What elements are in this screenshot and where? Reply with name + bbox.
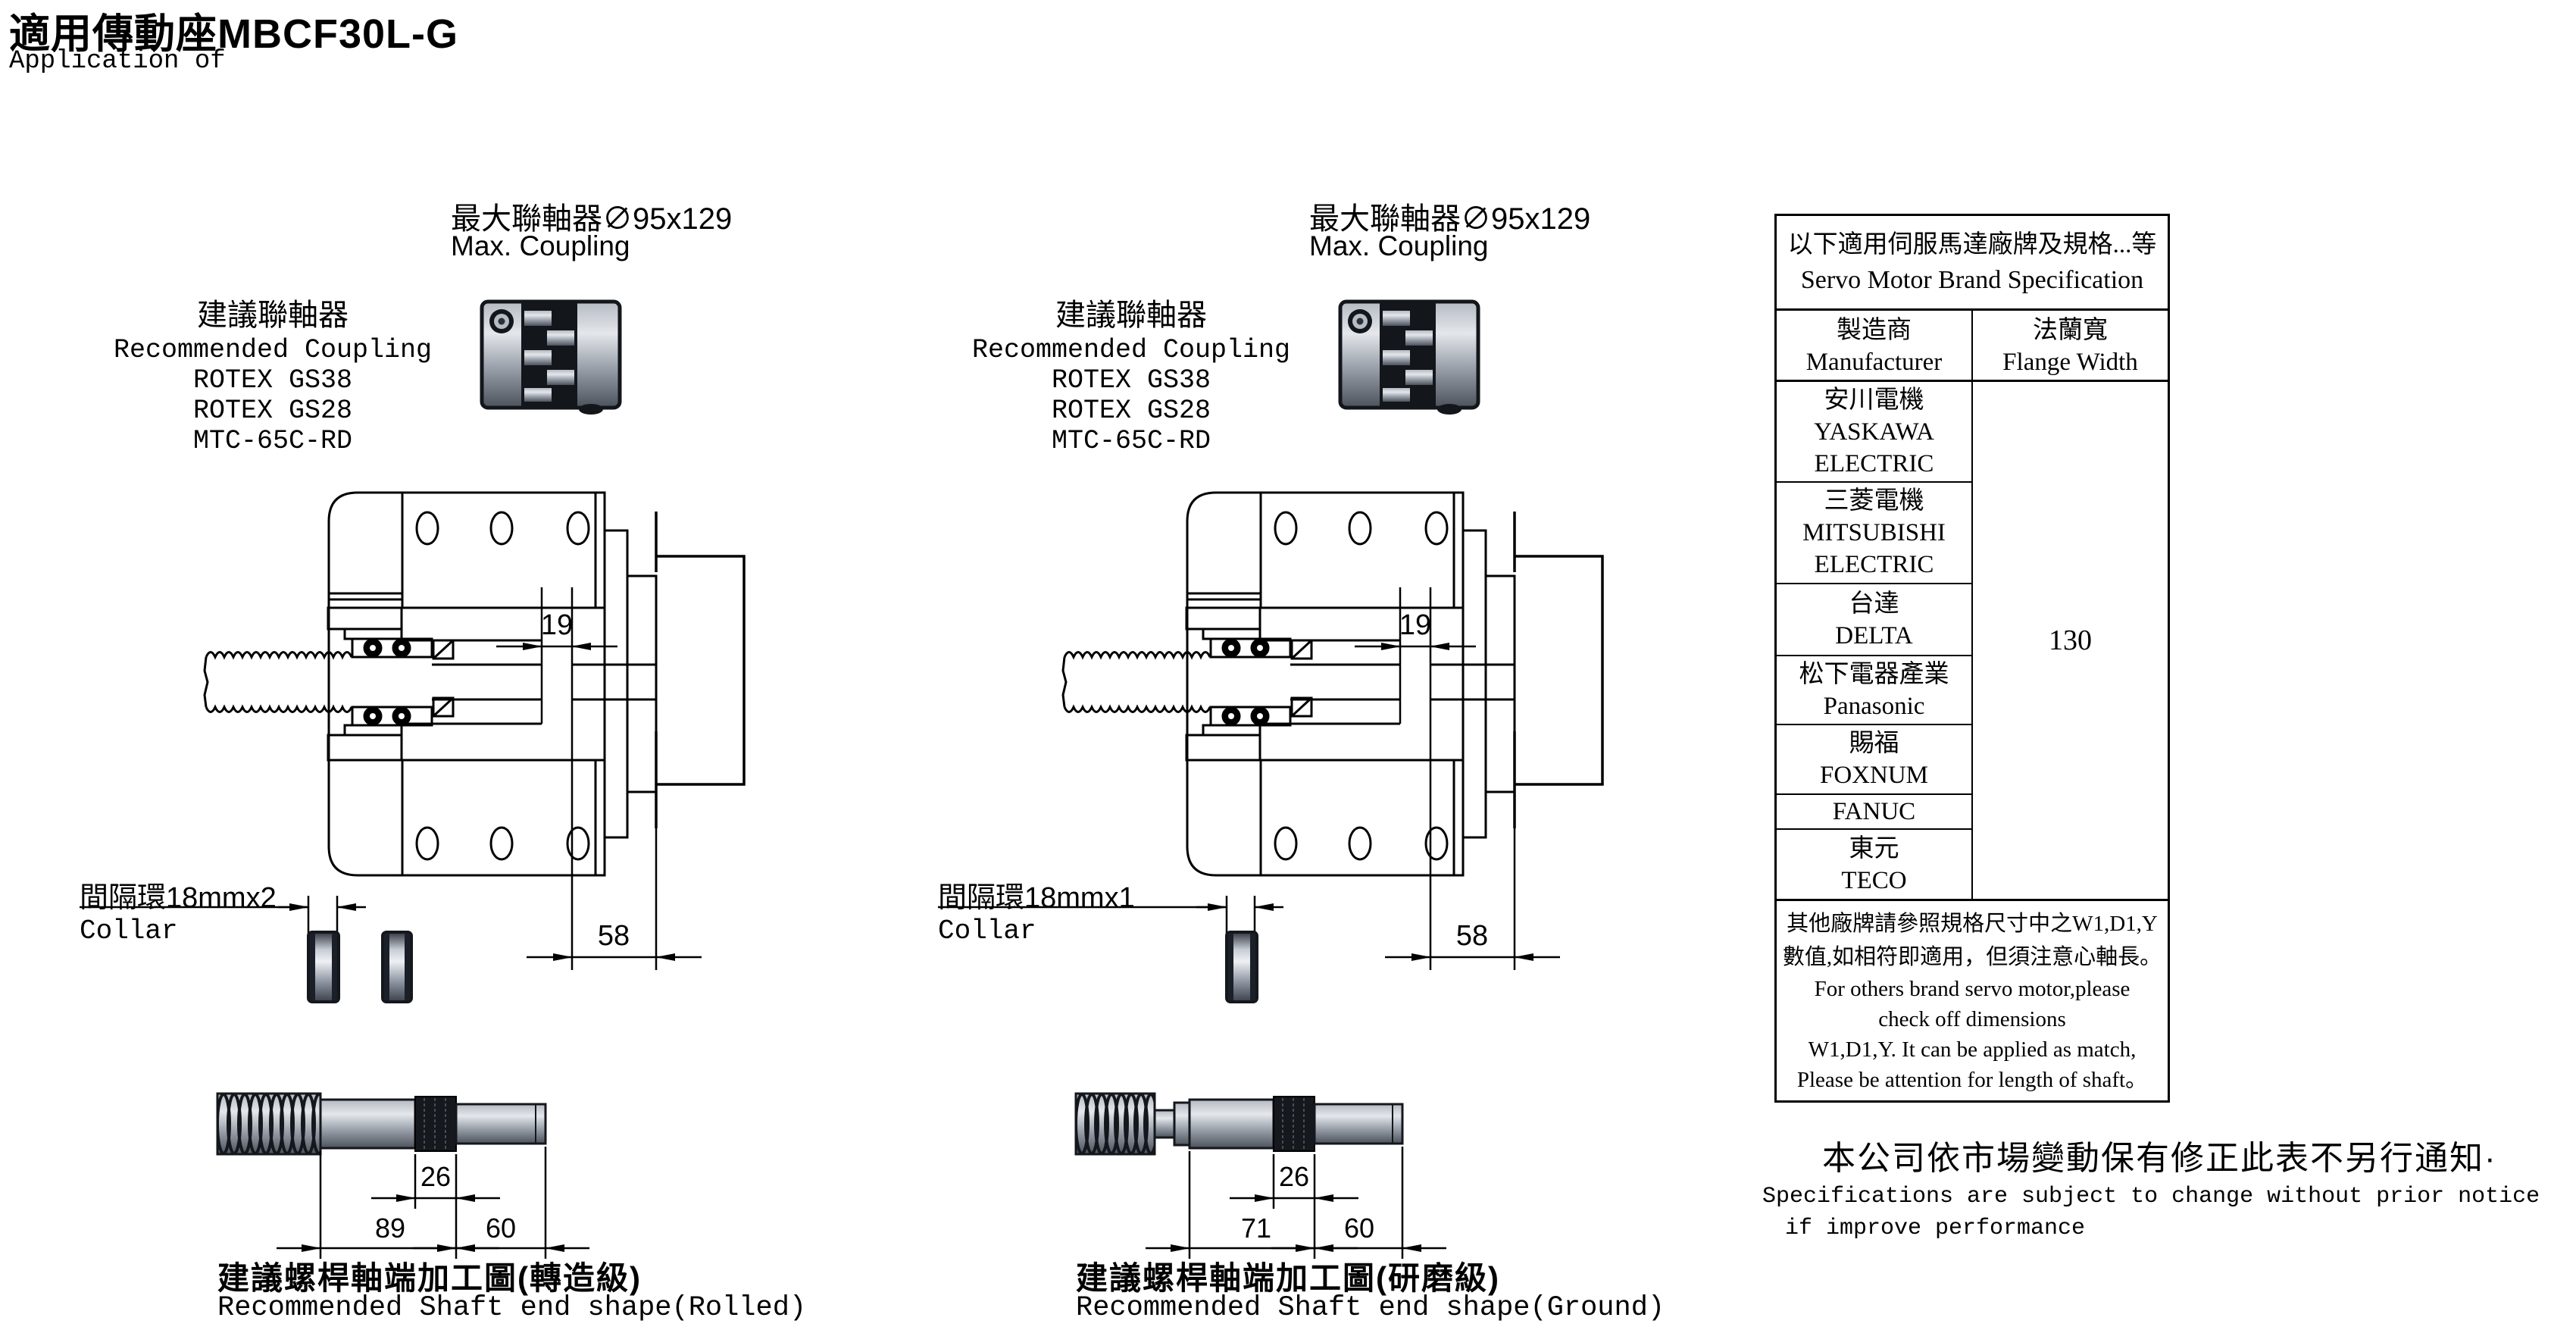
left-assembly-view: 最大聯軸器∅95x129 Max. Coupling 建議聯軸器 Recomme… [72, 189, 1027, 1326]
flange-width-value: 130 [1971, 382, 2168, 899]
recommended-coupling-block: 建議聯軸器 Recommended Coupling ROTEX GS38 RO… [953, 296, 1309, 456]
cross-section-drawing: 19 58 [1063, 466, 1874, 966]
collar-render [80, 896, 519, 1017]
table-column-headers: 製造商 Manufacturer 法蘭寬 Flange Width [1777, 311, 2168, 382]
dim-mid: 89 [375, 1213, 405, 1244]
coupling-model: MTC-65C-RD [1051, 426, 1211, 456]
note-line: 其他廠牌請參照規格尺寸中之W1,D1,Y [1787, 911, 2158, 936]
brand-name: ELECTRIC [1814, 551, 1934, 578]
note-line: Please be attention for length of shaft。 [1796, 1067, 2148, 1092]
brand-name: 賜福 [1849, 730, 1899, 757]
recommended-coupling-en: Recommended Coupling [971, 335, 1291, 365]
change-notice-cn: 本公司依市場變動保有修正此表不另行通知· [1822, 1140, 2497, 1177]
recommended-coupling-cn: 建議聯軸器 [197, 299, 349, 332]
brand-name: Panasonic [1823, 692, 1925, 720]
collar-label-cn: 間隔環18mmx1 [938, 882, 1135, 914]
brand-name: TECO [1841, 866, 1907, 894]
coupling-render [1334, 291, 1486, 420]
note-line: For others brand servo motor,please [1814, 976, 2131, 1001]
dim-end: 60 [486, 1213, 516, 1244]
collar-label-cn: 間隔環18mmx2 [80, 882, 277, 914]
brand-name: DELTA [1835, 621, 1913, 649]
coupling-render [476, 291, 627, 420]
note-line: W1,D1,Y. It can be applied as match, [1808, 1037, 2137, 1062]
dim-gap: 19 [1399, 609, 1431, 641]
brand-name: MITSUBISHI [1802, 519, 1946, 546]
dim-mid: 71 [1241, 1213, 1271, 1244]
right-assembly-view: 最大聯軸器∅95x129 Max. Coupling 建議聯軸器 Recomme… [930, 189, 1885, 1326]
table-row: 東元 TECO [1777, 830, 1971, 899]
recommended-coupling-block: 建議聯軸器 Recommended Coupling ROTEX GS38 RO… [95, 296, 451, 456]
col-manufacturer-cn: 製造商 [1837, 316, 1912, 344]
coupling-model: ROTEX GS28 [1051, 396, 1211, 426]
table-row: 三菱電機 MITSUBISHI ELECTRIC [1777, 483, 1971, 584]
table-title: 以下適用伺服馬達廠牌及規格...等 Servo Motor Brand Spec… [1777, 216, 2168, 311]
max-coupling-label-cn: 最大聯軸器∅95x129 [1309, 202, 1591, 236]
table-row: 賜福 FOXNUM [1777, 725, 1971, 795]
page-title: 適用傳動座MBCF30L-G [9, 11, 458, 57]
col-flange-cn: 法蘭寬 [2033, 316, 2108, 344]
change-notice-en-line1: Specifications are subject to change wit… [1762, 1184, 2540, 1210]
dim-end: 60 [1344, 1213, 1374, 1244]
table-row: 松下電器產業 Panasonic [1777, 656, 1971, 725]
change-notice-en-line2: if improve performance [1785, 1216, 2086, 1241]
table-row: 安川電機 YASKAWA ELECTRIC [1777, 382, 1971, 483]
shaft-caption-en: Recommended Shaft end shape(Ground) [1076, 1292, 1665, 1324]
dim-flange: 58 [1456, 920, 1488, 952]
coupling-model: ROTEX GS38 [1051, 365, 1211, 396]
column-header-flange-width: 法蘭寬 Flange Width [1971, 311, 2168, 380]
table-title-en: Servo Motor Brand Specification [1800, 266, 2144, 294]
max-coupling-label-en: Max. Coupling [451, 230, 630, 261]
recommended-coupling-en: Recommended Coupling [113, 335, 433, 365]
dim-flange: 58 [598, 920, 630, 952]
shaft-caption-en: Recommended Shaft end shape(Rolled) [217, 1292, 807, 1324]
page-subtitle: Application of [9, 47, 226, 76]
brand-name: 安川電機 [1824, 386, 1924, 414]
brand-name: ELECTRIC [1814, 449, 1934, 477]
dim-knurl: 26 [1279, 1161, 1309, 1192]
col-manufacturer-en: Manufacturer [1805, 348, 1943, 376]
note-line: 數值,如相符即適用，但須注意心軸長。 [1782, 944, 2162, 969]
collar-label-en: Collar [938, 915, 1036, 947]
max-coupling-label-cn: 最大聯軸器∅95x129 [451, 202, 733, 236]
brand-name: 台達 [1849, 590, 1899, 618]
brand-name: 三菱電機 [1824, 487, 1924, 515]
manufacturer-column: 安川電機 YASKAWA ELECTRIC 三菱電機 MITSUBISHI EL… [1777, 382, 1971, 899]
shaft-end-drawing: 26 71 60 [1067, 1080, 1499, 1266]
brand-name: YASKAWA [1814, 418, 1934, 446]
coupling-model: ROTEX GS38 [192, 365, 353, 396]
brand-name: 松下電器產業 [1799, 660, 1949, 688]
servo-brand-spec-table: 以下適用伺服馬達廠牌及規格...等 Servo Motor Brand Spec… [1774, 214, 2170, 1103]
table-title-cn: 以下適用伺服馬達廠牌及規格...等 [1787, 231, 2157, 258]
brand-name: 東元 [1849, 834, 1899, 862]
table-note: 其他廠牌請參照規格尺寸中之W1,D1,Y 數值,如相符即適用，但須注意心軸長。 … [1777, 901, 2168, 1100]
column-header-manufacturer: 製造商 Manufacturer [1777, 311, 1971, 380]
shaft-caption-cn: 建議螺桿軸端加工圖(研磨級) [1076, 1260, 1500, 1296]
brand-name: FOXNUM [1819, 762, 1929, 789]
collar-render [938, 896, 1377, 1017]
max-coupling-label-en: Max. Coupling [1309, 230, 1489, 261]
collar-label-en: Collar [80, 915, 178, 947]
table-row: FANUC [1777, 795, 1971, 830]
dim-knurl: 26 [420, 1161, 451, 1192]
cross-section-drawing: 19 58 [205, 466, 1015, 966]
table-row: 台達 DELTA [1777, 584, 1971, 656]
note-line: check off dimensions [1878, 1006, 2066, 1031]
dim-gap: 19 [541, 609, 573, 641]
col-flange-en: Flange Width [2002, 348, 2138, 376]
coupling-model: MTC-65C-RD [192, 426, 353, 456]
brand-name: FANUC [1832, 798, 1916, 825]
shaft-end-drawing: 26 89 60 [208, 1080, 640, 1266]
coupling-model: ROTEX GS28 [192, 396, 353, 426]
shaft-caption-cn: 建議螺桿軸端加工圖(轉造級) [217, 1260, 642, 1296]
recommended-coupling-cn: 建議聯軸器 [1055, 299, 1207, 332]
